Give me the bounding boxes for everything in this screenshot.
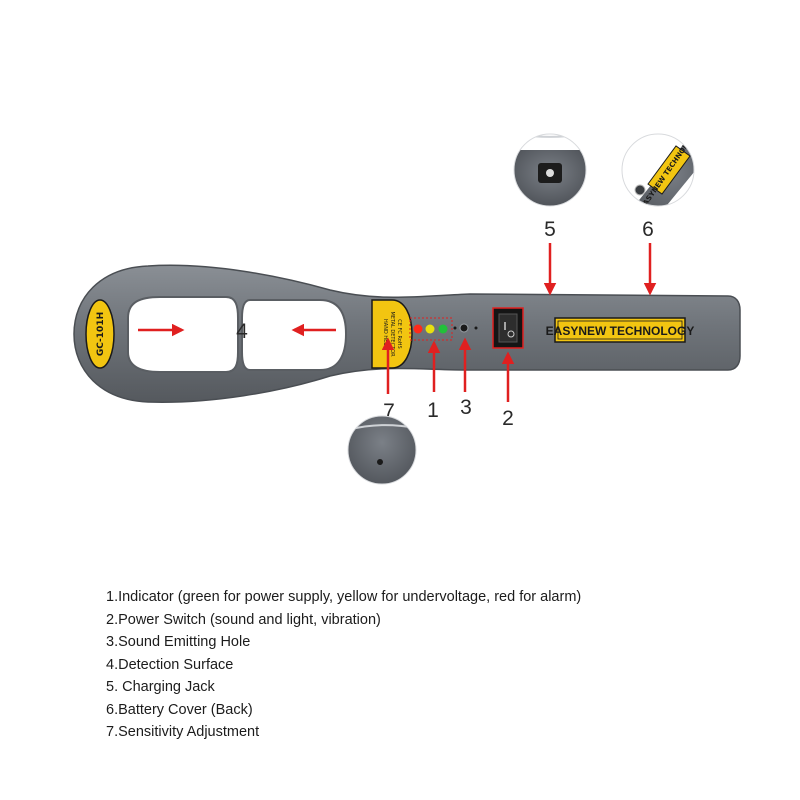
callout-number-1: 1 xyxy=(427,399,439,422)
panel-marks: CE FC RoHS xyxy=(396,319,402,348)
legend-item: 3.Sound Emitting Hole xyxy=(106,634,251,650)
brand-plate: EASYNEW TECHNOLOGY xyxy=(546,317,695,343)
callout-numbers: 1 2 3 4 5 6 7 xyxy=(236,218,654,430)
legend-item: 6.Battery Cover (Back) xyxy=(106,701,253,718)
panel-line1: HAND HELD xyxy=(382,319,388,349)
indicator-leds xyxy=(409,317,453,341)
legend-item: 4.Detection Surface xyxy=(106,656,234,673)
inset-sensitivity-adjustment xyxy=(347,415,417,485)
led-yellow xyxy=(425,324,435,334)
callout-number-3: 3 xyxy=(460,396,472,419)
callout-number-5: 5 xyxy=(544,218,556,241)
inset-battery-cover: EASYNEW TECHNOLOGY xyxy=(621,133,695,207)
model-label-text: GC-101H xyxy=(96,312,106,356)
small-dot xyxy=(453,326,457,330)
model-label: GC-101H xyxy=(85,299,115,369)
small-dot xyxy=(474,326,478,330)
callout-arrows xyxy=(138,243,657,402)
brand-plate-text: EASYNEW TECHNOLOGY xyxy=(546,324,695,338)
metal-detector-illustration: GC-101H HAND HELD METAL DETECTOR CE FC R… xyxy=(73,133,741,485)
legend-item: 2.Power Switch (sound and light, vibrati… xyxy=(106,611,381,628)
legend-item: 7.Sensitivity Adjustment xyxy=(106,724,260,740)
sound-hole xyxy=(459,323,469,333)
inset-charging-jack xyxy=(513,133,587,207)
led-red xyxy=(413,324,423,334)
led-green xyxy=(438,324,448,334)
callout-number-7: 7 xyxy=(383,400,395,423)
feature-legend: 1.Indicator (green for power supply, yel… xyxy=(106,586,581,744)
callout-number-2: 2 xyxy=(502,407,514,430)
power-switch xyxy=(492,307,524,349)
legend-item: 1.Indicator (green for power supply, yel… xyxy=(106,589,582,605)
control-panel-label: HAND HELD METAL DETECTOR CE FC RoHS xyxy=(371,299,413,369)
legend-item: 5. Charging Jack xyxy=(106,679,215,695)
panel-line2: METAL DETECTOR xyxy=(389,311,395,357)
callout-number-4: 4 xyxy=(236,320,248,343)
callout-number-6: 6 xyxy=(642,218,654,241)
